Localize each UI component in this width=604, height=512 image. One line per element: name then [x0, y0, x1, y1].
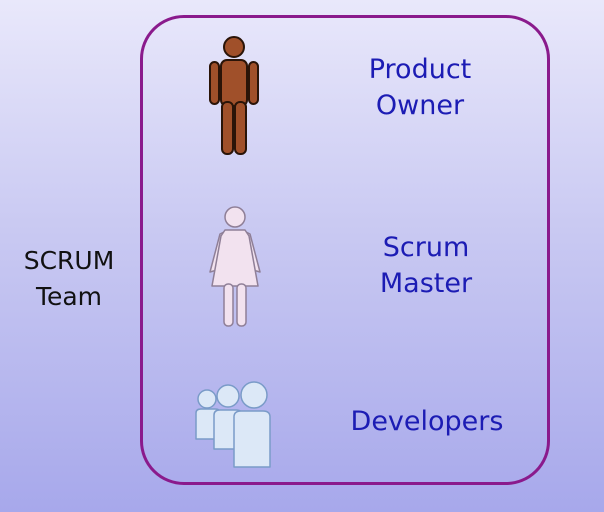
woman-icon [209, 206, 261, 327]
role-scrum-master-line1: Scrum [382, 232, 470, 263]
scrum-team-label: SCRUM Team [8, 243, 130, 315]
role-scrum-master: Scrum Master [336, 230, 516, 302]
role-product-owner-line1: Product [368, 54, 472, 85]
man-icon [209, 36, 259, 155]
group-icon [195, 381, 271, 468]
role-product-owner-line2: Owner [375, 90, 465, 121]
role-developers: Developers [332, 404, 522, 440]
role-product-owner: Product Owner [330, 52, 510, 124]
role-scrum-master-line2: Master [379, 268, 473, 299]
team-boundary [140, 15, 550, 485]
role-developers-line1: Developers [350, 406, 504, 437]
team-label-line2: Team [35, 282, 103, 311]
team-label-line1: SCRUM [23, 246, 115, 275]
